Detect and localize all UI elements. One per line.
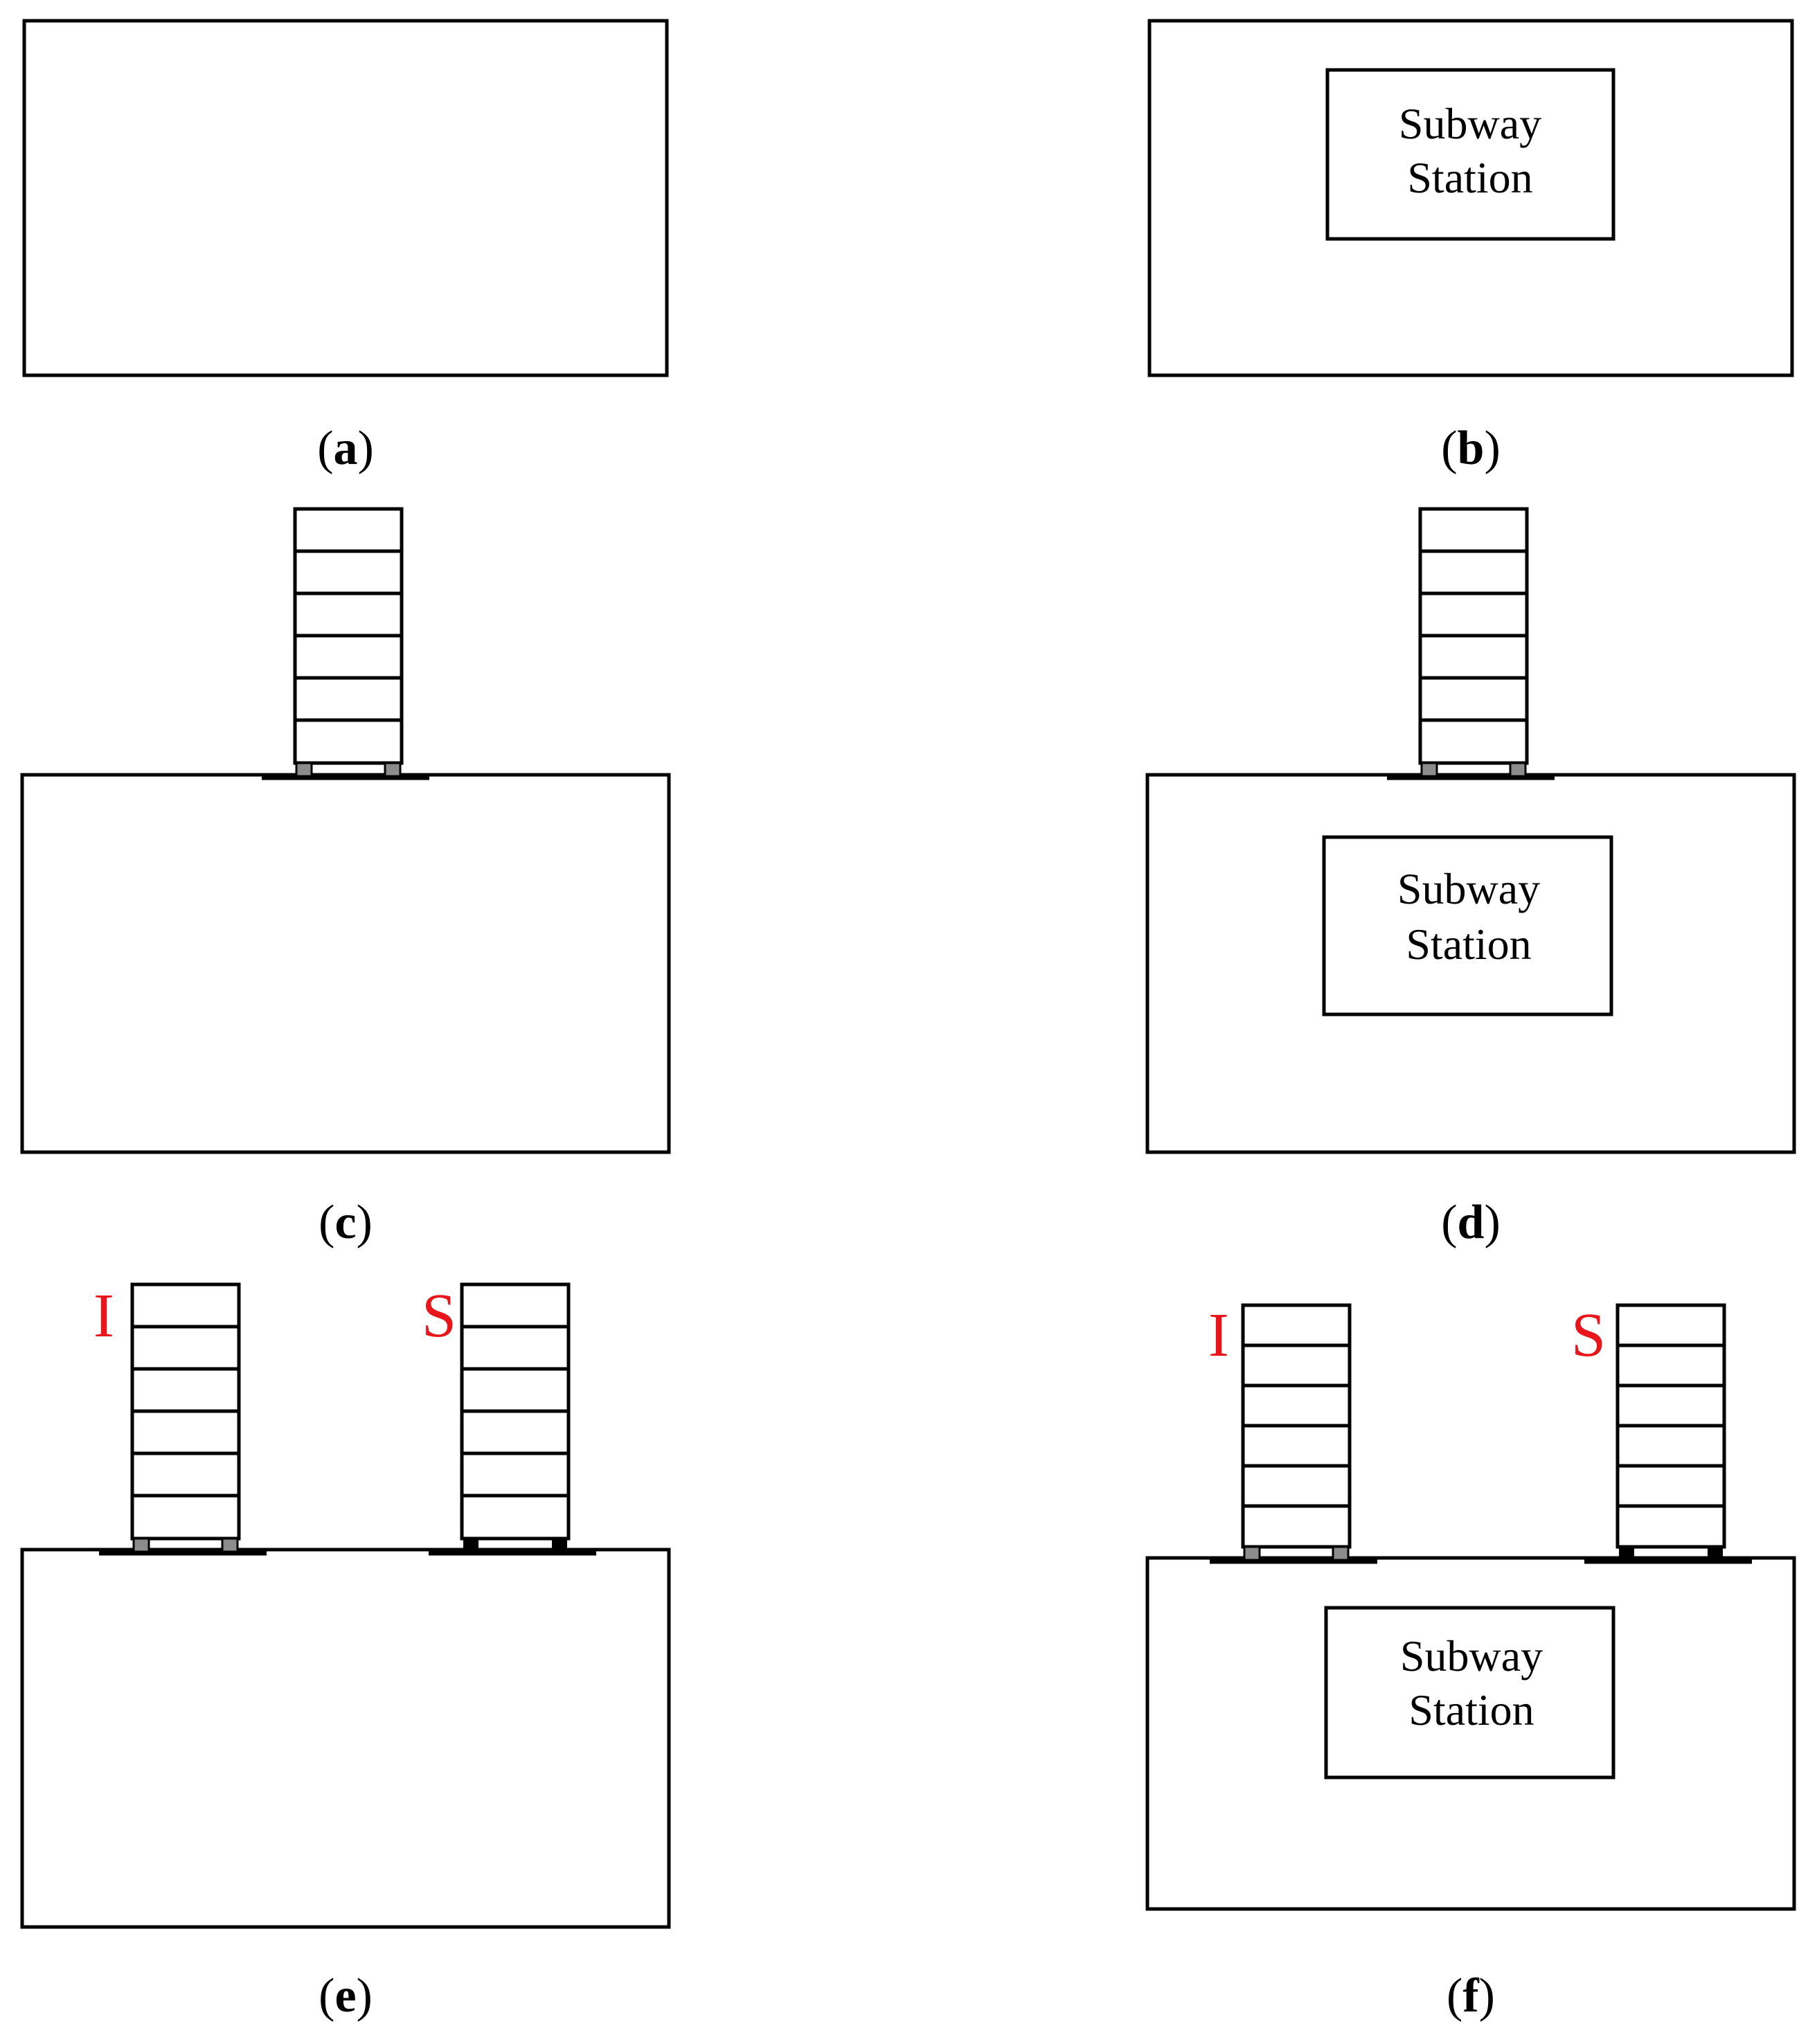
panel-caption: (b) xyxy=(1441,422,1501,475)
soil-domain xyxy=(1145,773,1796,1154)
isolator-bearing xyxy=(1509,762,1527,778)
panel-caption: (d) xyxy=(1441,1196,1501,1249)
building-label: S xyxy=(422,1282,456,1350)
panel-caption: (f) xyxy=(1447,1969,1495,2023)
soil-domain xyxy=(1147,19,1794,377)
building-label: I xyxy=(1208,1301,1229,1370)
panel-caption: (e) xyxy=(319,1969,373,2023)
panel-e: I S (e) xyxy=(20,1282,671,2023)
soil-domain xyxy=(1145,1556,1796,1911)
soil-domain xyxy=(22,19,669,377)
building-label: S xyxy=(1571,1301,1606,1370)
soil-domain xyxy=(20,1548,671,1929)
building-label: I xyxy=(93,1282,114,1350)
building xyxy=(1387,507,1555,780)
station-label-line2: Station xyxy=(1408,1685,1534,1734)
rigid-support xyxy=(1708,1545,1723,1560)
isolator-bearing xyxy=(295,762,313,778)
station-label-line1: Subway xyxy=(1400,1631,1543,1680)
subway-station xyxy=(1322,835,1613,1016)
building-i: I xyxy=(1208,1301,1377,1564)
isolator-bearing xyxy=(1243,1545,1261,1561)
isolator-bearing xyxy=(384,762,402,778)
isolator-bearing xyxy=(1332,1545,1350,1561)
station-label-line2: Station xyxy=(1406,920,1531,969)
panel-c: (c) xyxy=(20,507,671,1249)
panel-caption: (c) xyxy=(319,1196,373,1249)
rigid-support xyxy=(552,1537,567,1552)
panel-caption: (a) xyxy=(317,422,374,475)
building-s: S xyxy=(422,1282,596,1556)
rigid-support xyxy=(1619,1545,1634,1560)
station-label-line1: Subway xyxy=(1399,99,1541,148)
isolator-bearing xyxy=(132,1537,150,1553)
subway-station xyxy=(1324,1606,1615,1779)
building xyxy=(262,507,429,780)
station-label-line1: Subway xyxy=(1397,864,1540,913)
soil-domain xyxy=(20,773,671,1154)
building-s: S xyxy=(1571,1301,1752,1564)
isolator-bearing xyxy=(1420,762,1438,778)
building-i: I xyxy=(93,1282,267,1556)
panel-d: Subway Station (d) xyxy=(1145,507,1796,1249)
rigid-support xyxy=(463,1537,478,1552)
subway-station xyxy=(1325,68,1615,241)
panel-a: (a) xyxy=(22,19,669,475)
station-label-line2: Station xyxy=(1407,153,1532,202)
panel-f: I S Subway Station (f) xyxy=(1145,1301,1796,2023)
isolator-bearing xyxy=(221,1537,239,1553)
panel-b: Subway Station (b) xyxy=(1147,19,1794,475)
